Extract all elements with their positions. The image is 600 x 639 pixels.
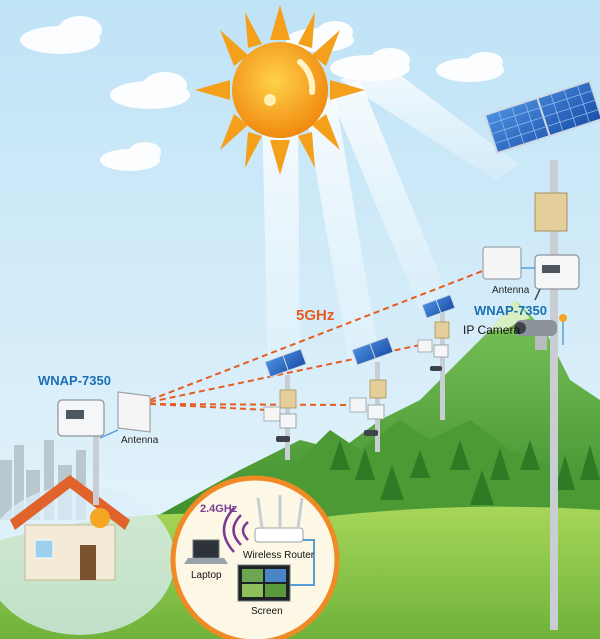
antenna-right-label: Antenna [492, 285, 530, 296]
device-left-label: WNAP-7350 [38, 373, 111, 388]
house-icon [10, 475, 130, 581]
laptop-icon [184, 539, 228, 564]
ip-camera-label: IP Camera [463, 323, 520, 337]
sun-icon [195, 5, 365, 175]
wireless-router-icon [254, 495, 304, 543]
antenna-left-icon [99, 391, 151, 439]
left-pole-station [57, 391, 151, 505]
wireless-router-label: Wireless Router [243, 550, 315, 561]
wnap-device-left-icon [57, 399, 105, 437]
device-right-label: WNAP-7350 [474, 303, 547, 318]
ip-camera-icon [514, 320, 557, 350]
indoor-network-panel [170, 475, 340, 639]
band-5ghz-label: 5GHz [296, 307, 334, 324]
screen-label: Screen [251, 606, 283, 617]
link-5ghz [149, 264, 499, 411]
antenna-left-label: Antenna [121, 435, 159, 446]
relay-pole-1 [263, 348, 307, 460]
relay-pole-2 [349, 336, 394, 452]
band-24ghz-label: 2.4GHz [200, 503, 238, 515]
right-pole-station [482, 79, 600, 630]
wnap-device-right-icon [534, 254, 580, 301]
trees [330, 440, 600, 505]
sun-beams [262, 60, 520, 370]
control-box [534, 192, 568, 232]
laptop-label: Laptop [191, 570, 222, 581]
relay-pole-3 [417, 294, 456, 420]
screen-icon [237, 564, 291, 602]
mountain-snow [490, 300, 530, 330]
